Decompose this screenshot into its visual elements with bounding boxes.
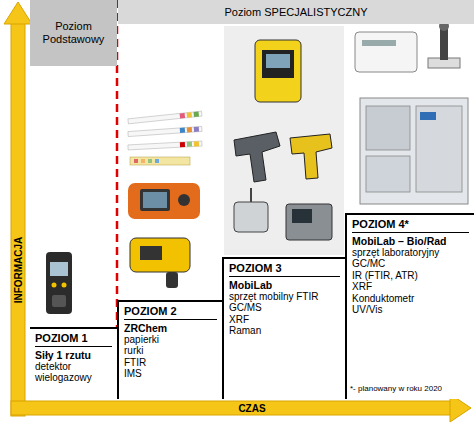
equipment-item: rurki — [124, 345, 217, 357]
xrf-gun — [234, 132, 280, 182]
level-header: Poziom SPECJALISTYCZNY — [118, 0, 474, 24]
gcms-raman-units — [250, 188, 252, 202]
header-text: Poziom SPECJALISTYCZNY — [224, 6, 367, 19]
axis-arrow — [11, 401, 452, 415]
axis-arrow — [11, 22, 25, 416]
test-strips — [128, 141, 202, 150]
level-header: Poziom Podstawowy — [30, 0, 117, 66]
axis-label: INFORMACJA — [13, 237, 24, 304]
xrf-gun — [234, 132, 332, 182]
axis-arrow — [12, 402, 24, 414]
test-strips — [128, 141, 202, 150]
ims-detector — [140, 246, 162, 260]
handheld-analyzer — [178, 194, 190, 206]
test-strips — [187, 112, 192, 117]
level-box: POZIOM 2 ZRChempapierkirurkiFTIRIMS — [117, 300, 222, 399]
equipment-item: sprzęt mobilny FTIR — [229, 291, 340, 303]
gcms-raman-units — [286, 204, 332, 240]
mobile-ftir — [262, 50, 294, 78]
lab-instruments — [416, 106, 462, 192]
test-strips — [155, 159, 159, 163]
ims-detector — [166, 272, 178, 288]
test-strips — [180, 128, 185, 133]
level-box: POZIOM 4* MobiLab – Bio/Radsprzęt laborat… — [345, 213, 474, 399]
equipment-item: Raman — [229, 325, 340, 337]
test-strips — [180, 142, 185, 147]
equipment-item: IR (FTIR, ATR) — [352, 270, 469, 282]
equipment-item: papierki — [124, 334, 217, 346]
gcms-raman-units — [234, 202, 268, 232]
test-strips — [128, 111, 202, 165]
lab-instruments — [366, 156, 410, 192]
test-strips — [128, 126, 202, 136]
ims-detector — [130, 238, 190, 272]
lab-instruments — [440, 28, 448, 60]
gas-detector — [50, 262, 68, 276]
gas-detector — [46, 252, 72, 314]
test-strips — [128, 111, 202, 124]
header-text: Poziom Podstawowy — [34, 20, 113, 45]
test-strips — [128, 111, 202, 124]
lab-instruments — [362, 40, 396, 46]
xrf-gun — [290, 134, 332, 179]
lab-instruments — [366, 106, 410, 150]
gas-detector — [46, 252, 72, 314]
equipment-item: IMS — [124, 368, 217, 380]
test-strips — [141, 159, 145, 163]
equipment-item: XRF — [229, 314, 340, 326]
handheld-analyzer — [128, 183, 200, 219]
level-title: POZIOM 2 — [124, 305, 217, 320]
test-strips — [128, 126, 202, 136]
equipment-item: Konduktometr — [352, 293, 469, 305]
mobile-ftir — [255, 40, 301, 102]
equipment-item: FTIR — [124, 357, 217, 369]
mobile-ftir — [255, 40, 301, 102]
photo-panel — [224, 26, 344, 255]
level-box: POZIOM 3 MobiLabsprzęt mobilny FTIRGC/MSX… — [222, 257, 345, 399]
test-strips — [187, 142, 192, 147]
equipment-item: GC/MC — [352, 258, 469, 270]
ims-detector — [130, 238, 190, 288]
test-strips — [134, 159, 138, 163]
equipment-item: XRF — [352, 281, 469, 293]
lab-instruments — [355, 32, 417, 72]
gcms-raman-units — [292, 209, 312, 223]
equipment-item: detektor wielogazowy — [35, 361, 112, 384]
level-title: POZIOM 1 — [35, 332, 112, 347]
handheld-analyzer — [143, 192, 167, 208]
test-strips — [187, 127, 192, 132]
footnote: *- planowany w roku 2020 — [350, 384, 442, 393]
test-strips — [130, 157, 190, 165]
level-box: POZIOM 1 Siły 1 rzutudetektor wielogazowy — [30, 327, 117, 399]
photo-panel — [224, 26, 344, 255]
mobile-ftir — [266, 54, 290, 68]
equipment-item: sprzęt laboratoryjny — [352, 247, 469, 259]
equipment-item: UV/Vis — [352, 304, 469, 316]
test-strips — [148, 159, 152, 163]
equipment-item: GC/MS — [229, 302, 340, 314]
handheld-analyzer — [128, 183, 200, 219]
test-strips — [180, 113, 185, 118]
test-strips — [194, 141, 199, 146]
lab-instruments — [420, 112, 436, 120]
gas-detector — [52, 283, 57, 288]
axis-arrow — [4, 2, 32, 24]
test-strips — [194, 111, 199, 116]
level-title: POZIOM 3 — [229, 262, 340, 277]
handheld-analyzer — [140, 189, 170, 211]
level-title: POZIOM 4* — [352, 218, 469, 233]
team-name: ZRChem — [124, 322, 217, 334]
team-name: Siły 1 rzutu — [35, 349, 112, 361]
lab-instruments — [355, 21, 468, 204]
team-name: MobiLab — [229, 279, 340, 291]
lab-instruments — [360, 98, 468, 204]
gas-detector — [52, 295, 66, 307]
gas-detector — [62, 283, 67, 288]
gcms-raman-units — [234, 188, 332, 240]
team-name: MobiLab – Bio/Rad — [352, 235, 469, 247]
test-strips — [194, 127, 199, 132]
axis-label: CZAS — [238, 403, 265, 414]
